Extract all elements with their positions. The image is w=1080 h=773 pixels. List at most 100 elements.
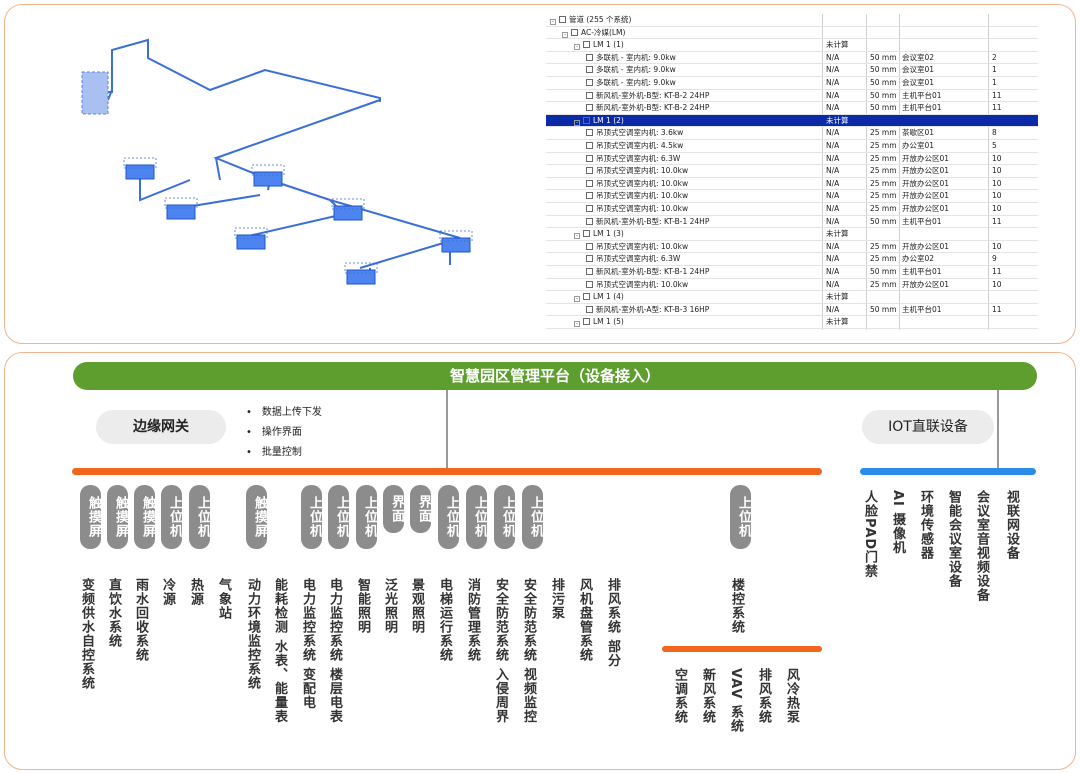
- access-type-tag: 上位机: [438, 485, 459, 549]
- device-system-label: 排污泵: [549, 578, 564, 620]
- access-type-tag: 触摸屏: [134, 485, 155, 549]
- building-subsystem-label: 风冷热泵: [784, 668, 799, 724]
- family-icon: [586, 268, 593, 275]
- indoor-unit: [253, 171, 283, 187]
- device-system-label: 风机盘管系统: [577, 578, 592, 662]
- access-type-tag: 触摸屏: [246, 485, 267, 549]
- tree-cell-name: -LM 1 (3): [574, 228, 820, 240]
- collapse-icon[interactable]: -: [574, 321, 580, 328]
- tree-cell-size: 50 mm: [870, 78, 897, 87]
- tree-cell-level: 11: [992, 90, 1002, 100]
- tree-cell-room: 开放办公区01: [902, 178, 950, 188]
- tree-cell-size: 25 mm: [870, 204, 897, 213]
- device-system-label: 冷源: [160, 578, 175, 606]
- collapse-icon[interactable]: -: [574, 44, 580, 51]
- tree-cell-level: 10: [992, 241, 1002, 251]
- tree-cell-name: 吊顶式空调室内机: 6.3W: [586, 153, 820, 165]
- iot-device-label: 人脸PAD门禁: [862, 490, 877, 579]
- tree-cell-flow: N/A: [826, 279, 840, 289]
- tree-group-row[interactable]: -LM 1 (1)未计算: [546, 39, 1038, 52]
- tree-row-label: LM 1 (1): [593, 40, 624, 50]
- tree-cell-level: 11: [992, 267, 1002, 276]
- tree-cell-name: 吊顶式空调室内机: 10.0kw: [586, 279, 820, 291]
- family-icon: [586, 242, 593, 250]
- iot-device-label: AI 摄像机: [890, 490, 905, 555]
- edge-gateway-label: 边缘网关: [96, 410, 226, 444]
- tree-cell-size: 50 mm: [870, 216, 897, 226]
- tree-cell-size: 25 mm: [870, 241, 897, 251]
- tree-group-row[interactable]: -LM 1 (4)未计算: [546, 291, 1038, 304]
- tree-cell-name: -LM 1 (4): [574, 291, 820, 303]
- building-control-bus: [662, 646, 822, 652]
- tree-cell-level: 9: [992, 254, 997, 264]
- tree-cell-flow: N/A: [826, 141, 840, 150]
- tree-cell-name: - AC-冷媒(LM): [562, 27, 820, 39]
- tree-row-label: LM 1 (5): [593, 317, 624, 327]
- tree-cell-room: 开放办公区01: [902, 153, 950, 163]
- device-system-label: 智能照明: [355, 578, 370, 634]
- collapse-icon[interactable]: -: [574, 296, 580, 303]
- family-icon: [586, 217, 593, 225]
- platform-title-bar: 智慧园区管理平台（设备接入）: [73, 362, 1037, 390]
- tree-cell-name: 吊顶式空调室内机: 10.0kw: [586, 203, 820, 215]
- device-system-label: 安全防范系统 视频监控: [521, 578, 536, 724]
- tree-cell-flow: N/A: [826, 304, 840, 314]
- tree-cell-level: 1: [992, 78, 997, 87]
- gateway-bus: [72, 468, 822, 475]
- tree-cell-size: 50 mm: [870, 267, 897, 276]
- tree-cell-flow: N/A: [826, 191, 840, 201]
- tree-cell-level: 10: [992, 166, 1002, 176]
- device-system-label: 雨水回收系统: [133, 578, 148, 662]
- device-system-label: 安全防范系统 入侵周界: [493, 578, 508, 724]
- system-browser-table: -管道 (255 个系统)-AC-冷媒(LM)-LM 1 (1)未计算多联机 -…: [546, 14, 1038, 330]
- tree-group-row[interactable]: -LM 1 (2)未计算: [546, 114, 1038, 128]
- tree-cell-flow: 未计算: [826, 115, 849, 125]
- tree-cell-level: 11: [992, 216, 1002, 226]
- family-icon: [586, 79, 593, 86]
- tree-cell-name: 吊顶式空调室内机: 3.6kw: [586, 127, 820, 139]
- tree-cell-room: 主机平台01: [902, 216, 942, 226]
- tree-group-row[interactable]: -LM 1 (3)未计算: [546, 228, 1038, 241]
- access-type-tag: 上位机: [522, 485, 543, 549]
- tree-root-row[interactable]: -管道 (255 个系统): [546, 14, 1038, 27]
- tree-row-label: AC-冷媒(LM): [581, 27, 626, 37]
- tree-cell-flow: N/A: [826, 78, 840, 87]
- collapse-icon[interactable]: -: [550, 19, 556, 25]
- collapse-icon[interactable]: -: [562, 31, 568, 38]
- table-column-divider: [866, 14, 867, 330]
- gateway-connector: [446, 390, 448, 468]
- access-type-tag: 上位机: [356, 485, 377, 549]
- table-column-divider: [899, 14, 900, 330]
- tree-row-label: 多联机 - 室内机: 9.0kw: [596, 52, 676, 62]
- tree-row-label: 多联机 - 室内机: 9.0kw: [596, 78, 676, 87]
- building-subsystem-label: 空调系统: [672, 668, 687, 724]
- family-icon: [586, 192, 593, 200]
- family-icon: [586, 167, 593, 175]
- building-subsystem-label: 新风系统: [700, 668, 715, 724]
- collapse-icon[interactable]: -: [574, 119, 580, 126]
- tree-cell-name: 新风机-室外机-B型: KT-B-2 24HP: [586, 102, 820, 114]
- tree-group-row[interactable]: -LM 1 (5)未计算: [546, 316, 1038, 329]
- tree-group-row[interactable]: - AC-冷媒(LM): [546, 27, 1038, 40]
- tree-cell-name: 新风机-室外机-B型: KT-B-1 24HP: [586, 216, 820, 228]
- collapse-icon[interactable]: -: [574, 233, 580, 240]
- tree-cell-flow: N/A: [826, 128, 840, 138]
